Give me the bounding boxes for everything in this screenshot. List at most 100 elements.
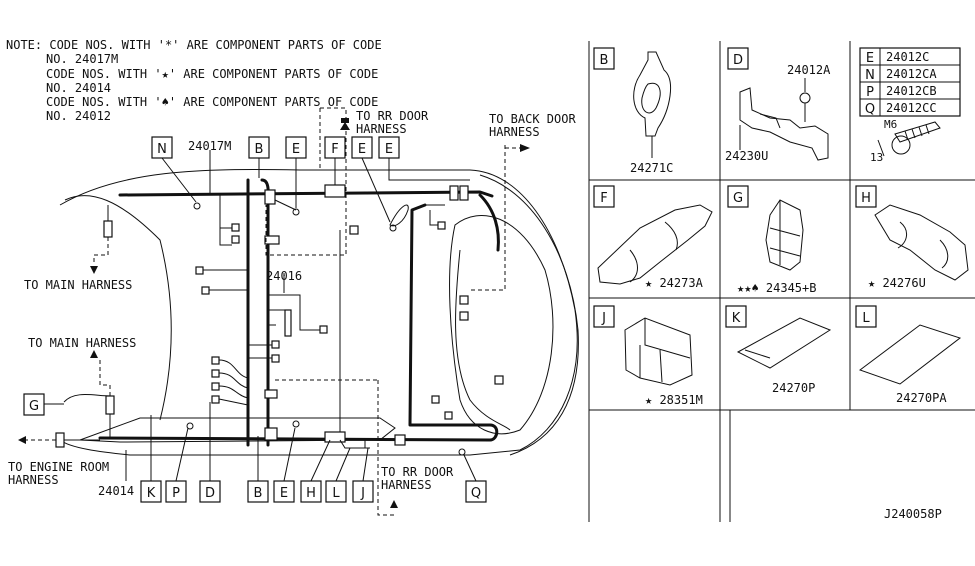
- arrow-down-main-harness: [90, 266, 98, 274]
- panel-f: F ★ 24273A: [593, 185, 713, 290]
- rear-arch: [479, 174, 579, 456]
- note-line-2: NO. 24017M: [46, 52, 118, 66]
- arrow-down-rr-door: [340, 122, 350, 130]
- bolt-icon: [799, 92, 811, 104]
- branch-connectors: [55, 184, 504, 456]
- callout-h: H: [306, 486, 316, 501]
- pad-24270pa-shape: [858, 324, 962, 385]
- table-row-1-part: 24012C: [886, 50, 929, 64]
- harness-rear-loop: [408, 203, 499, 442]
- callout-e-top-2: E: [358, 142, 366, 157]
- label-to-main-harness-2: TO MAIN HARNESS: [28, 336, 136, 350]
- harness-floor: [98, 436, 492, 442]
- callout-p: P: [172, 486, 180, 501]
- arrow-right-back-door: [520, 144, 530, 152]
- harness-rear-wire: [455, 249, 511, 431]
- arrow-left-engine-room: [18, 436, 26, 444]
- pad-24270p-shape: [736, 317, 832, 369]
- panel-f-part: ★ 24273A: [645, 276, 704, 290]
- label-to-rr-door-top-2: HARNESS: [356, 122, 407, 136]
- table-row-4-letter: Q: [865, 102, 875, 117]
- panel-j-part: ★ 28351M: [645, 393, 703, 407]
- label-to-rr-door-top-1: TO RR DOOR: [356, 109, 429, 123]
- panel-b-part: 24271C: [630, 161, 673, 175]
- arrow-up-main-harness: [90, 350, 98, 358]
- panel-f-letter: F: [600, 191, 607, 206]
- panel-l: L 24270PA: [855, 305, 962, 405]
- callout-b-top: B: [255, 142, 264, 157]
- clip-24271c-shape: [633, 51, 671, 137]
- callout-n: N: [157, 142, 167, 157]
- label-to-rr-door-bottom-2: HARNESS: [381, 478, 432, 492]
- protector-24273a-shape: [597, 204, 713, 285]
- table-row-3-part: 24012CB: [886, 84, 937, 98]
- panel-k-letter: K: [732, 311, 741, 326]
- label-to-engine-room-1: TO ENGINE ROOM: [8, 460, 109, 474]
- harness-rear-arc: [478, 193, 500, 252]
- note-line-5: CODE NOS. WITH '♠' ARE COMPONENT PARTS O…: [46, 95, 378, 109]
- callout-f: F: [331, 142, 338, 157]
- panel-k: K 24270P: [725, 305, 832, 395]
- panel-d: D 24012A 24230U: [725, 47, 831, 163]
- callout-q: Q: [471, 486, 481, 501]
- panel-g: G ★★♠ 24345+B: [727, 185, 816, 295]
- leader-lines: [44, 150, 477, 482]
- rear-glass: [449, 215, 554, 435]
- callout-e-top-3: E: [385, 142, 393, 157]
- panel-l-part: 24270PA: [896, 391, 947, 405]
- label-24014: 24014: [98, 484, 134, 498]
- table-row-3-letter: P: [866, 85, 874, 100]
- panel-h: H ★ 24276U: [855, 185, 969, 290]
- callout-b-bottom: B: [254, 486, 263, 501]
- table-row-4-part: 24012CC: [886, 101, 937, 115]
- dimension-13: 13: [870, 151, 883, 164]
- panel-table: E 24012C N 24012CA P 24012CB Q 24012CC M…: [859, 47, 961, 164]
- panel-j-letter: J: [601, 311, 606, 326]
- body-outline-inner: [64, 195, 172, 421]
- table-row-2-part: 24012CA: [886, 67, 937, 81]
- panel-d-letter: D: [733, 53, 743, 68]
- body-outline: [59, 168, 578, 456]
- panel-h-part: ★ 24276U: [868, 276, 926, 290]
- label-to-back-door-2: HARNESS: [489, 125, 540, 139]
- label-to-rr-door-bottom-1: TO RR DOOR: [381, 465, 454, 479]
- label-to-main-harness-1: TO MAIN HARNESS: [24, 278, 132, 292]
- table-row-1-letter: E: [866, 51, 874, 66]
- label-to-engine-room-2: HARNESS: [8, 473, 59, 487]
- callout-j: J: [360, 486, 365, 501]
- panel-g-letter: G: [733, 191, 743, 206]
- callout-e-bottom: E: [280, 486, 288, 501]
- callouts: N B E F E E G K P D B E H L: [23, 136, 487, 503]
- panel-b: B 24271C: [593, 47, 673, 175]
- callout-k: K: [147, 486, 156, 501]
- arrow-up-rr-door: [390, 500, 398, 508]
- panel-k-part: 24270P: [772, 381, 815, 395]
- bolt-m6-icon: [894, 121, 941, 143]
- module-24345b-shape: [765, 199, 804, 271]
- harness-roof: [118, 190, 494, 198]
- panel-d-part-2: 24230U: [725, 149, 768, 163]
- callout-e-top-1: E: [292, 142, 300, 157]
- panel-g-part: ★★♠ 24345+B: [737, 281, 816, 295]
- callout-l: L: [332, 486, 340, 501]
- label-24017m: 24017M: [188, 139, 231, 153]
- diagram-id: J240058P: [884, 507, 942, 521]
- main-harness-drawing: N B E F E E G K P D B E H L: [8, 107, 579, 516]
- label-24016: 24016: [266, 269, 302, 283]
- note-line-6: NO. 24012: [46, 109, 111, 123]
- panel-j: J ★ 28351M: [593, 305, 703, 407]
- m6-label: M6: [884, 118, 897, 131]
- harness-center-vertical: [260, 178, 270, 447]
- note-line-1: NOTE: CODE NOS. WITH '*' ARE COMPONENT P…: [6, 38, 382, 52]
- panel-l-letter: L: [862, 311, 870, 326]
- panel-d-part-1: 24012A: [787, 63, 831, 77]
- table-row-2-letter: N: [865, 68, 875, 83]
- notes: NOTE: CODE NOS. WITH '*' ARE COMPONENT P…: [6, 38, 382, 123]
- callout-g: G: [29, 399, 39, 414]
- relay-28351m-shape: [624, 317, 693, 386]
- protector-24276u-shape: [874, 204, 969, 281]
- floor-line: [79, 417, 396, 443]
- note-line-3: CODE NOS. WITH '★' ARE COMPONENT PARTS O…: [46, 67, 378, 81]
- panel-b-letter: B: [600, 53, 609, 68]
